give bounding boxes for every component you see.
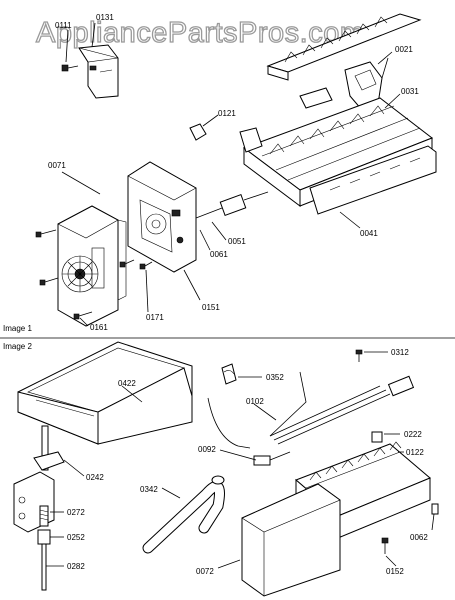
leader-0161 [79,317,89,327]
callout-0222: 0222 [404,430,422,439]
leader-0131 [91,22,96,48]
part-0131-bracket[interactable] [78,44,119,99]
part-0352-clip[interactable] [221,363,237,385]
leader-0121 [202,114,219,127]
callout-0071: 0071 [48,161,66,170]
part-0152-screw[interactable] [381,537,389,554]
callout-0422: 0422 [118,379,136,388]
leader-0171 [145,269,149,313]
leader-0152 [385,555,397,567]
watermark-text: AppliancePartsPros.com [36,17,365,49]
callout-0312: 0312 [391,348,409,357]
leader-0422 [121,385,143,403]
callout-0152: 0152 [386,567,404,576]
leader-0062 [431,513,435,531]
part-0041-heater[interactable] [309,145,437,215]
callout-0131: 0131 [96,13,114,22]
leader-0041 [339,211,361,229]
part-0051-shaft[interactable] [195,191,269,219]
callout-0282: 0282 [67,562,85,571]
callout-0352: 0352 [266,373,284,382]
callout-0072: 0072 [196,567,214,576]
callout-0031: 0031 [401,87,419,96]
callout-0342: 0342 [140,485,158,494]
leader-0061 [199,229,211,251]
callout-0102: 0102 [246,397,264,406]
part-0062[interactable] [431,503,439,515]
leader-0092 [219,449,257,461]
leader-0111 [65,29,69,63]
part-0222[interactable] [371,431,383,443]
callout-0161: 0161 [90,323,108,332]
callout-0092: 0092 [198,445,216,454]
image2-section: Image 2 0422 0352 0312 [3,341,439,597]
callout-0122: 0122 [406,448,424,457]
callout-0111: 0111 [55,21,72,30]
part-ejector-comb[interactable] [266,13,422,81]
part-0071-motor-cover[interactable] [57,205,127,327]
image1-section: 0111 0131 0021 0121 [3,13,437,333]
part-0111-screw[interactable] [61,64,79,72]
part-0422-ice-bin[interactable] [17,341,193,445]
part-water-valve-stack[interactable] [13,425,65,591]
section-label-image1: Image 1 [3,324,32,333]
part-0312-screw[interactable] [355,349,363,362]
leader-0102 [253,403,277,421]
part-0121-clip[interactable] [189,123,207,141]
leader-0071 [61,171,101,195]
callout-0121: 0121 [218,109,236,118]
leader-0072 [217,559,241,569]
leader-0151 [183,269,201,301]
callout-0062: 0062 [410,533,428,542]
callout-0171: 0171 [146,313,164,322]
screw-set[interactable] [35,229,153,320]
leader-0242 [63,459,85,477]
callout-0061: 0061 [210,250,228,259]
callout-0272: 0272 [67,508,85,517]
callout-0151: 0151 [202,303,220,312]
leader-0342 [161,487,181,499]
part-0092-connector[interactable] [253,451,291,466]
callout-0242: 0242 [86,473,104,482]
leader-0021 [377,51,393,65]
leader-0051 [211,221,227,241]
part-0151-housing[interactable] [127,161,197,273]
section-label-image2: Image 2 [3,342,32,351]
callout-0021: 0021 [395,45,413,54]
part-0072-cover[interactable] [241,483,341,597]
part-0102-harness[interactable] [207,371,415,449]
part-0342-fill-tube[interactable] [142,475,225,554]
callout-0051: 0051 [228,237,246,246]
callout-0041: 0041 [360,229,378,238]
leader-0031 [384,93,401,109]
callout-0252: 0252 [67,533,85,542]
